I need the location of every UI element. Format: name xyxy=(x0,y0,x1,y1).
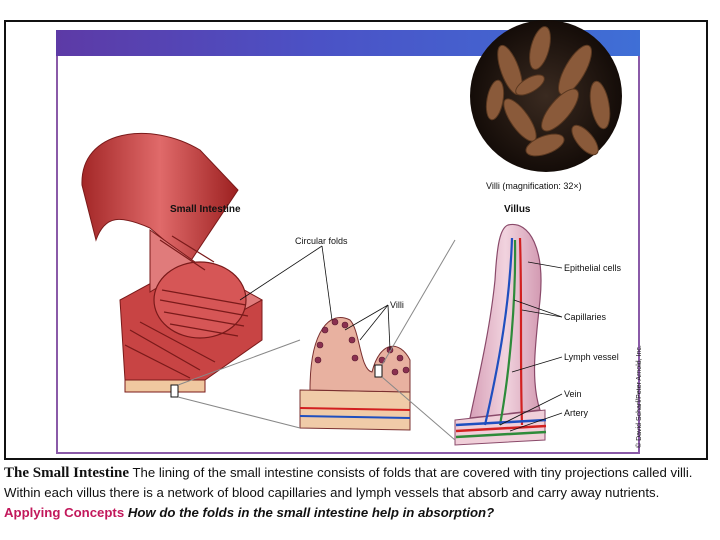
small-intestine-drawing xyxy=(81,132,264,398)
capillaries-label: Capillaries xyxy=(564,312,607,322)
figure-caption: The Small Intestine The lining of the sm… xyxy=(4,463,704,523)
villi-section-drawing xyxy=(299,317,411,431)
lymph-vessel-label: Lymph vessel xyxy=(564,352,619,362)
villus-label: Villus xyxy=(504,204,531,215)
small-intestine-label: Small Intestine xyxy=(170,204,241,215)
caption-question: How do the folds in the small intestine … xyxy=(127,505,495,520)
leader-lines xyxy=(239,245,563,432)
caption-body: The lining of the small intestine consis… xyxy=(4,465,693,500)
villi-micrograph xyxy=(470,20,622,172)
applying-concepts-label: Applying Concepts xyxy=(4,505,125,520)
villi-label: Villi xyxy=(390,300,404,310)
photo-credit: © David Scharf/Peter Arnold, Inc. xyxy=(636,345,643,448)
micrograph-label: Villi (magnification: 32×) xyxy=(486,181,582,191)
epithelial-cells-label: Epithelial cells xyxy=(564,263,622,273)
artery-label: Artery xyxy=(564,408,589,418)
zoom-lines xyxy=(177,239,456,441)
caption-title: The Small Intestine xyxy=(4,465,130,481)
circular-folds-label: Circular folds xyxy=(295,236,348,246)
villus-drawing xyxy=(454,223,547,446)
vein-label: Vein xyxy=(564,389,582,399)
